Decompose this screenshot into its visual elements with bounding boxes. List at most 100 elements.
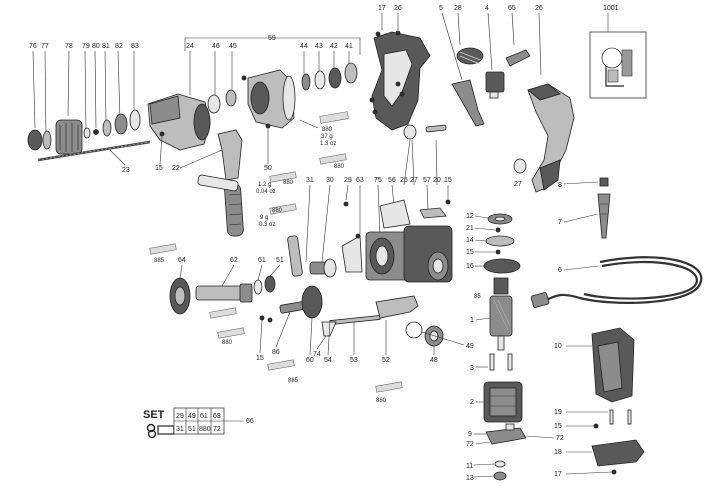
switch-4: [485, 71, 505, 93]
grease-880-a: 880: [322, 127, 333, 133]
callout-26-right: 26: [535, 5, 543, 12]
flange-59: [241, 62, 358, 129]
plug-65: [505, 49, 531, 67]
set-item-31: 31: [176, 426, 184, 433]
callouts-top-left: 76 77 78 79 80 81 82 83 59 24 46 45 44 4…: [29, 5, 619, 50]
clamp-8: [599, 177, 609, 187]
set-item-63: 63: [213, 413, 221, 420]
set-label: SET: [143, 409, 165, 421]
callout-66: 66: [246, 418, 254, 425]
carbon-brushes-3: 3: [470, 353, 513, 372]
cover-plate-18: 18 17: [554, 439, 645, 478]
callout-8: 8: [558, 182, 562, 189]
callout-52: 52: [382, 357, 390, 364]
grease-880-d: 880: [334, 164, 345, 170]
seal-63: [341, 235, 363, 273]
callout-45: 45: [229, 43, 237, 50]
sleeve-82: [114, 113, 128, 135]
washer-79: [83, 127, 91, 139]
pins-27-57: [403, 124, 447, 140]
leader-lines-spindle: [179, 264, 387, 356]
callout-72-right: 72: [556, 435, 564, 442]
spec-qty-c: 9 g: [260, 215, 268, 221]
ring-44: [301, 73, 311, 91]
callout-54: 54: [324, 357, 332, 364]
callout-29: 29: [344, 177, 352, 184]
grease-note-a: 880 37 g 1.3 oz: [299, 111, 349, 147]
callout-15-right: 15: [554, 423, 562, 430]
ring-42: [328, 67, 342, 89]
callout-49: 49: [466, 343, 474, 350]
detail-box-1001: [589, 31, 647, 99]
grease-85: 85: [474, 294, 481, 300]
callout-74: 74: [313, 351, 321, 358]
grease-880-e: 880: [222, 340, 233, 346]
callout-72-left: 72: [466, 441, 474, 448]
screw-15: [495, 249, 501, 255]
piston-parts: [287, 201, 363, 278]
spec-oz-b: 0.04 oz: [256, 189, 276, 195]
callout-16: 16: [466, 263, 474, 270]
callout-3: 3: [470, 365, 474, 372]
bearing-13: [493, 471, 507, 481]
spring-74: [321, 321, 337, 337]
ring-83: [129, 109, 141, 131]
callout-78: 78: [65, 43, 73, 50]
callout-1001: 1001: [603, 5, 619, 12]
callout-15-stack: 15: [466, 249, 474, 256]
side-handle-22: [197, 129, 244, 237]
o-ring-49: [405, 321, 423, 339]
ring-61: [253, 279, 263, 295]
bearing-11-13: 11 13: [466, 460, 507, 482]
callout-64: 64: [178, 257, 186, 264]
callout-17-bottom: 17: [554, 471, 562, 478]
motor-housing-75: [355, 199, 453, 283]
callout-62: 62: [230, 257, 238, 264]
callout-9: 9: [468, 431, 472, 438]
grease-880-f: 880: [376, 398, 387, 404]
stator-2: 2: [470, 381, 523, 423]
pin-27: [513, 158, 527, 174]
grease-885-b: 885: [288, 378, 299, 384]
spec-oz-c: 0.3 oz: [259, 222, 275, 228]
switch-parts: [451, 47, 531, 127]
piston-31: [287, 235, 303, 277]
callout-41: 41: [345, 43, 353, 50]
callout-82: 82: [115, 43, 123, 50]
callout-15-lower: 15: [256, 355, 264, 362]
screws-19-15: 19 15: [554, 409, 632, 430]
gear-60: [301, 285, 323, 319]
leader-lines-middle: [305, 139, 449, 263]
callout-59: 59: [268, 35, 276, 42]
callout-75: 75: [374, 177, 382, 184]
spec-qty-a: 37 g: [321, 134, 333, 140]
callout-27-right: 27: [514, 181, 522, 188]
set-item-49: 49: [188, 413, 196, 420]
callout-13: 13: [466, 475, 474, 482]
set-item-72: 72: [213, 426, 221, 433]
callout-65: 65: [508, 5, 516, 12]
dust-cap-76: [27, 129, 43, 151]
callout-81: 81: [102, 43, 110, 50]
callout-11: 11: [466, 463, 473, 470]
callout-10: 10: [554, 343, 562, 350]
callout-53: 53: [350, 357, 358, 364]
gear-housing-24: [147, 89, 237, 151]
spec-oz-a: 1.3 oz: [320, 141, 336, 147]
callouts-bearing-stack: 12 21 14 15 16: [466, 213, 496, 270]
spec-qty-b: 1.2 g: [258, 182, 271, 188]
lever-5: [451, 79, 485, 127]
callout-25: 25: [400, 177, 408, 184]
callout-46: 46: [212, 43, 220, 50]
cord-guard-7: [597, 193, 611, 239]
callout-56: 56: [388, 177, 396, 184]
chuck-assembly-parts: [27, 109, 141, 155]
callout-18: 18: [554, 449, 562, 456]
tool-holder-62: [195, 285, 243, 301]
callout-57: 57: [423, 177, 431, 184]
callout-17-top: 17: [378, 5, 386, 12]
armature-1: 85 1: [470, 277, 513, 351]
callout-15-left: 15: [155, 165, 163, 172]
brush-holder-9: 9 72 72: [466, 423, 564, 448]
callout-2: 2: [470, 399, 474, 406]
